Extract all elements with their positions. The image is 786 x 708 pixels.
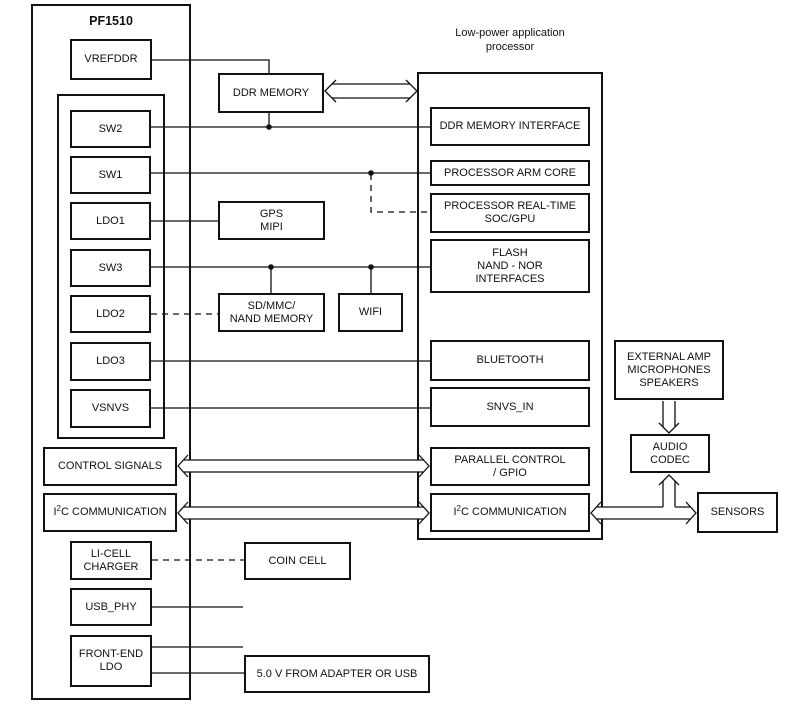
usb-phy-box: USB_PHY [70,588,152,626]
arm-core-box: PROCESSOR ARM CORE [430,160,590,186]
vrefddr-box: VREFDDR [70,39,152,80]
front-end-ldo-box: FRONT-END LDO [70,635,152,687]
arrowhead-right-icon [405,79,418,103]
codec-bus-arrow [658,474,680,518]
arrowhead-left-icon [324,79,337,103]
arrowhead-down-icon [658,422,680,434]
processor-i2c-label: I2C COMMUNICATION [453,504,567,519]
supply-lines [151,59,430,674]
ddr-bus-arrow [324,79,418,103]
junction-dot [368,170,374,176]
realtime-soc-box: PROCESSOR REAL-TIME SOC/GPU [430,193,590,233]
junction-dots [266,124,374,270]
pmic-i2c-box: I2C COMMUNICATION [43,493,177,532]
snvs-in-box: SNVS_IN [430,387,590,427]
regulator-box-sw1: SW1 [70,156,151,194]
regulator-box-ldo1: LDO1 [70,202,151,240]
audio-codec-box: AUDIO CODEC [630,434,710,473]
pmic-i2c-label: I2C COMMUNICATION [53,504,167,519]
regulator-box-sw2: SW2 [70,110,151,148]
regulator-box-ldo3: LDO3 [70,342,151,381]
control-signals-box: CONTROL SIGNALS [43,447,177,486]
pf1510-title: PF1510 [89,14,133,28]
bluetooth-box: BLUETOOTH [430,340,590,381]
wifi-box: WIFI [338,293,403,332]
arrowhead-up-icon [658,474,680,486]
junction-dot [368,264,374,270]
i2c-bus-arrow-right [590,501,697,525]
arrowhead-right-icon [685,501,697,525]
external-amp-box: EXTERNAL AMP MICROPHONES SPEAKERS [614,340,724,400]
sd-mmc-nand-box: SD/MMC/ NAND MEMORY [218,293,325,332]
processor-i2c-box: I2C COMMUNICATION [430,493,590,532]
ddr-memory-interface-box: DDR MEMORY INTERFACE [430,107,590,146]
junction-dot [268,264,274,270]
coin-cell-box: COIN CELL [244,542,351,580]
sensors-box: SENSORS [697,492,778,533]
flash-interfaces-box: FLASH NAND - NOR INTERFACES [430,239,590,293]
li-cell-charger-box: LI-CELL CHARGER [70,541,152,580]
supply-5v-box: 5.0 V FROM ADAPTER OR USB [244,655,430,693]
processor-label: Low-power application processor [455,27,565,53]
junction-dot [266,124,272,130]
regulator-box-vsnvs: VSNVS [70,389,151,428]
regulator-box-ldo2: LDO2 [70,295,151,333]
gps-mipi-box: GPS MIPI [218,201,325,240]
amp-codec-arrow [658,401,680,434]
i2c-bus-arrow-left [177,501,430,525]
ddr-memory-box: DDR MEMORY [218,73,324,113]
control-bus-arrow [177,454,430,478]
parallel-gpio-box: PARALLEL CONTROL / GPIO [430,447,590,486]
regulator-box-sw3: SW3 [70,249,151,287]
